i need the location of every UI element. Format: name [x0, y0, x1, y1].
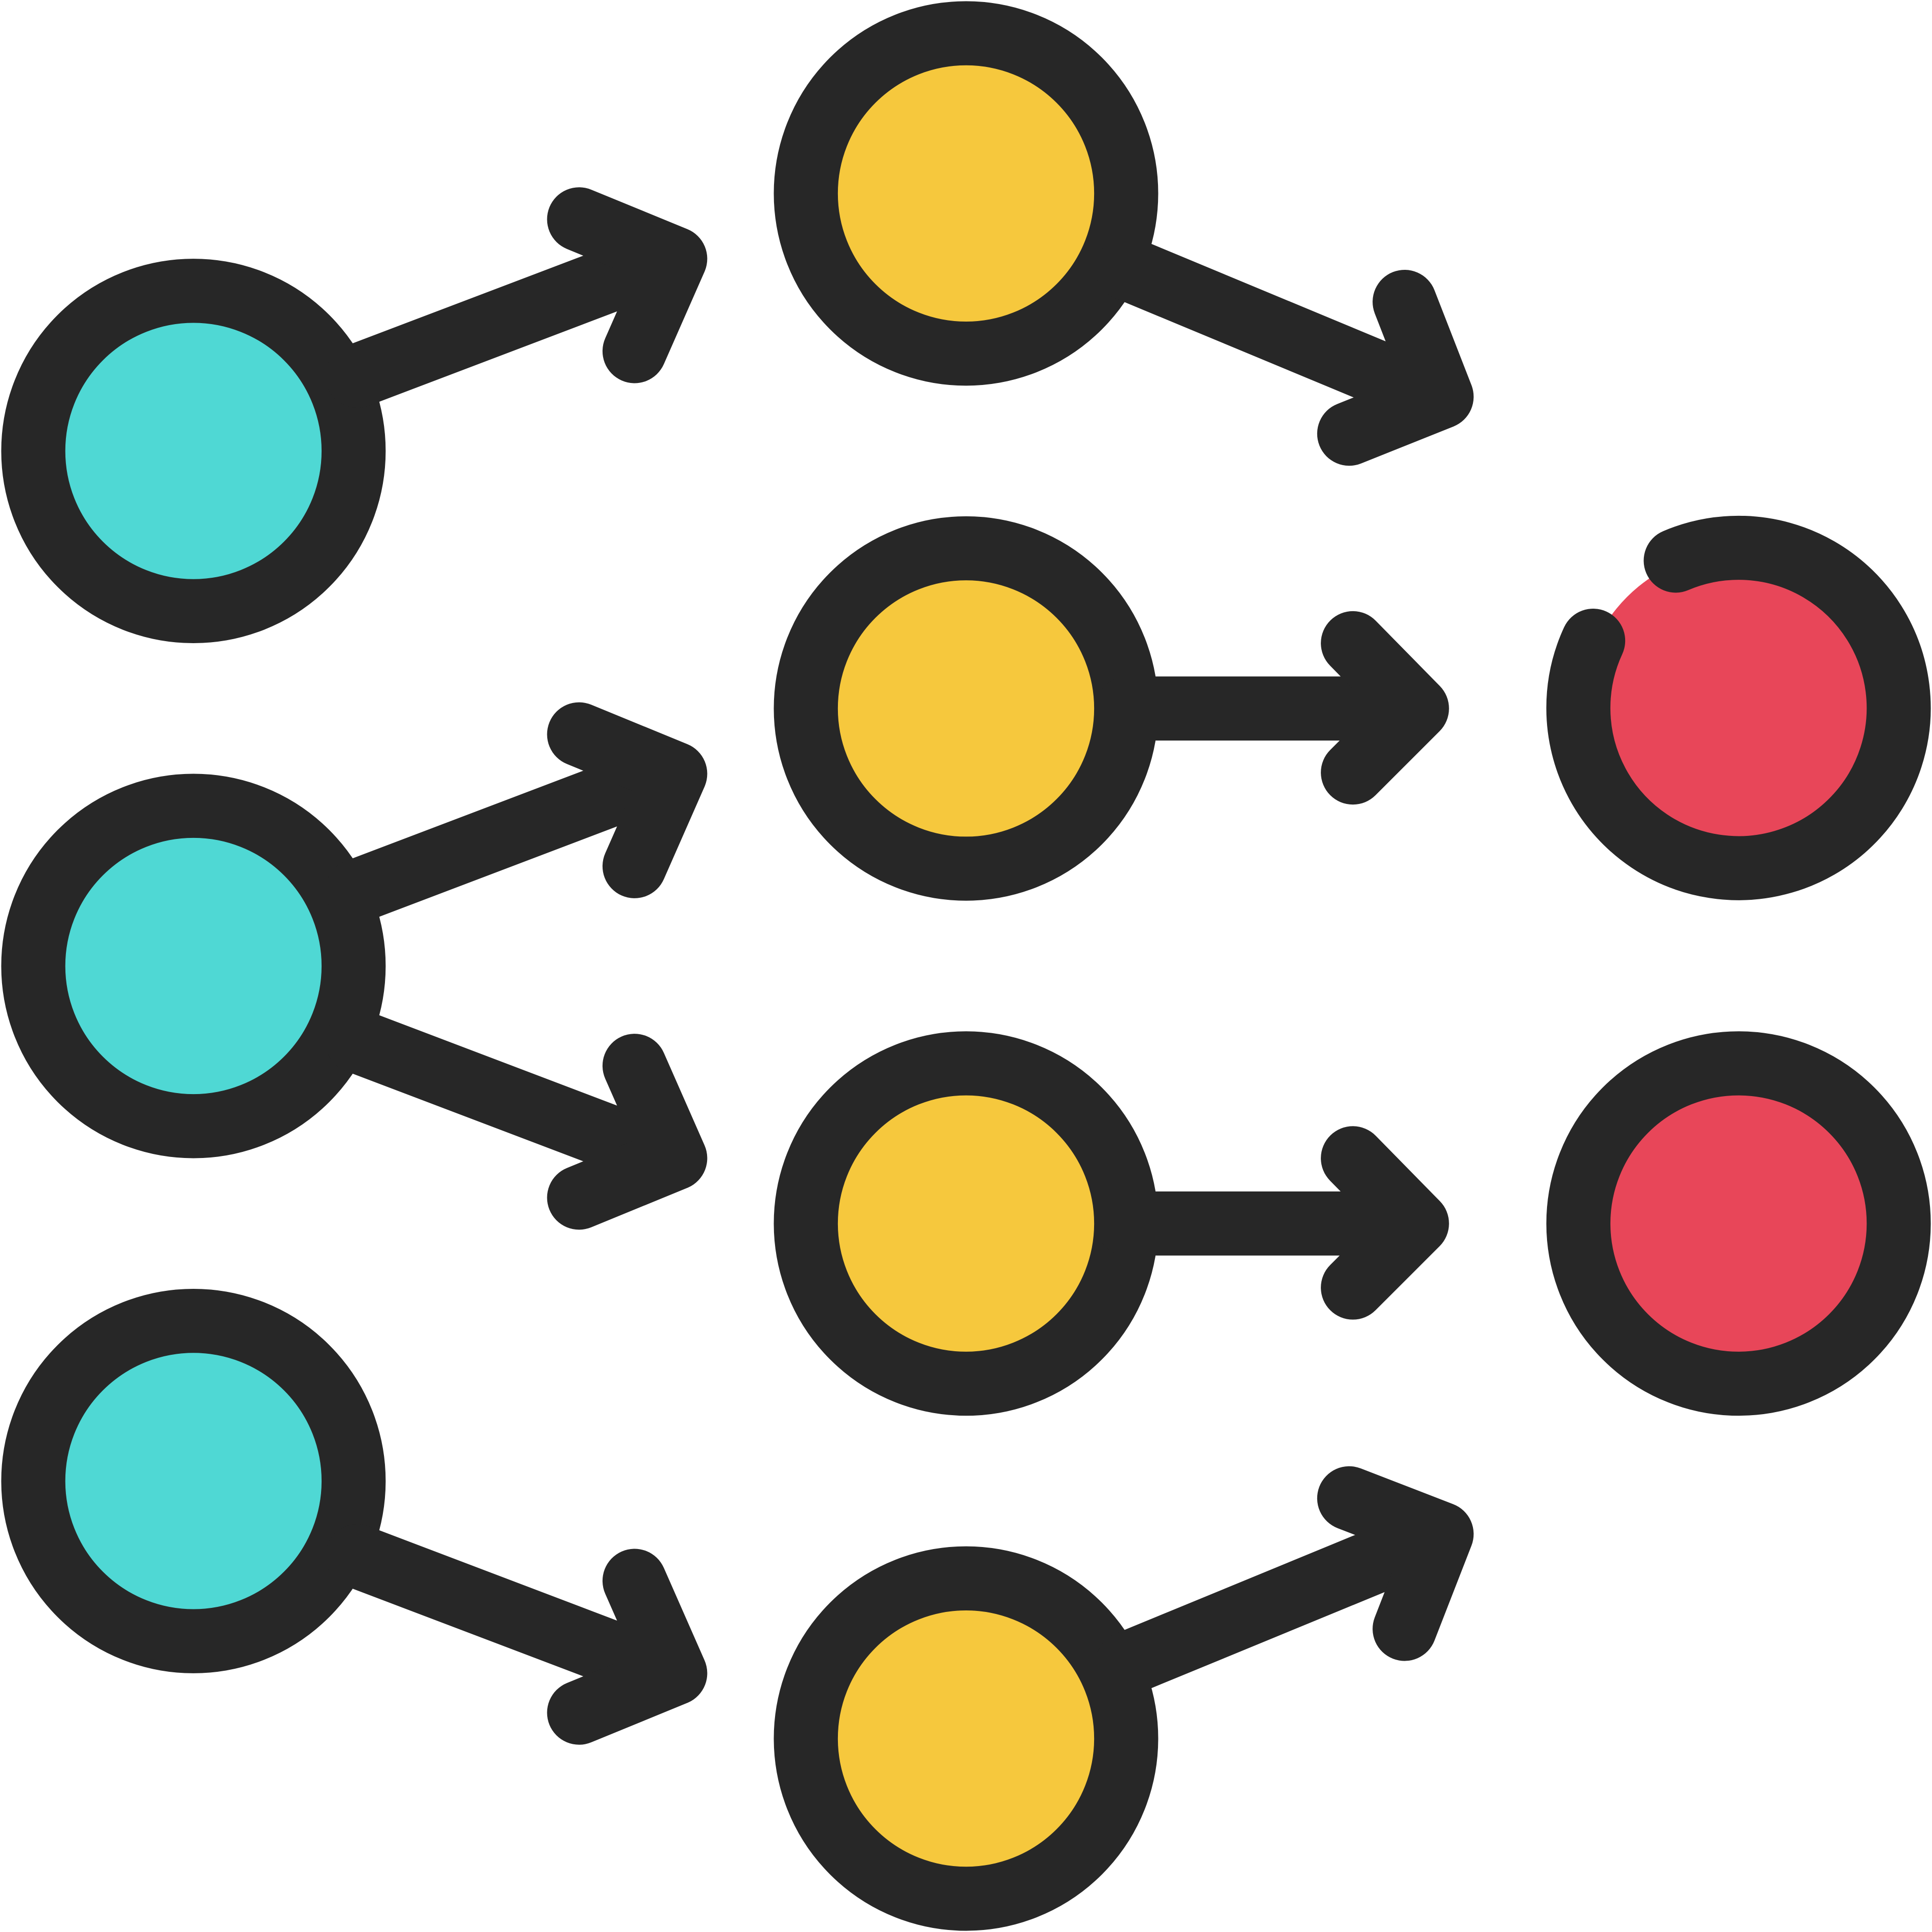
node-fill	[1580, 1066, 1896, 1382]
hidden-node	[774, 1, 1158, 386]
node-fill	[808, 1066, 1124, 1382]
arrow-shaft	[325, 742, 697, 923]
arrow-shaft	[1095, 1504, 1468, 1696]
input-node	[1, 259, 386, 644]
input-node	[1, 774, 386, 1158]
arrow-icon	[1095, 1466, 1474, 1696]
output-node	[1546, 1031, 1931, 1416]
node-outline-partial	[1546, 515, 1931, 900]
node-outline	[774, 1546, 1158, 1931]
arrow-icon	[325, 1524, 708, 1745]
arrow-icon	[325, 187, 708, 408]
arrow-head	[1317, 1466, 1474, 1661]
node-fill	[808, 36, 1124, 352]
node-fill	[36, 293, 352, 609]
node-outline	[1546, 1031, 1931, 1416]
arrow-icon	[325, 702, 708, 923]
arrow-shaft	[325, 1009, 697, 1190]
node-outline	[1, 259, 386, 644]
arrow-shaft	[325, 226, 697, 408]
node-fill	[808, 1580, 1124, 1896]
node-outline	[1, 1288, 386, 1673]
arrow-head	[547, 1549, 708, 1745]
node-outline	[774, 1, 1158, 386]
arrow-head	[547, 702, 708, 898]
arrow-head	[1321, 611, 1449, 805]
arrow-icon	[1095, 611, 1449, 805]
input-node	[1, 1288, 386, 1673]
node-outline	[1, 774, 386, 1158]
hidden-node	[774, 516, 1158, 901]
node-fill	[808, 550, 1124, 866]
arrow-icon	[1095, 236, 1474, 466]
hidden-node	[774, 1546, 1158, 1931]
node-fill	[36, 808, 352, 1124]
arrow-shaft	[1095, 236, 1468, 429]
hidden-node	[774, 1031, 1158, 1416]
node-fill	[36, 1323, 352, 1639]
node-fill	[1580, 550, 1896, 866]
arrow-head	[1321, 1126, 1449, 1320]
arrow-shaft	[325, 1524, 697, 1706]
arrow-icon	[1095, 1126, 1449, 1320]
arrow-head	[547, 1034, 708, 1230]
arrow-icon	[325, 1009, 708, 1230]
output-node	[1546, 515, 1931, 900]
arrow-head	[547, 187, 708, 383]
arrow-head	[1317, 269, 1474, 466]
